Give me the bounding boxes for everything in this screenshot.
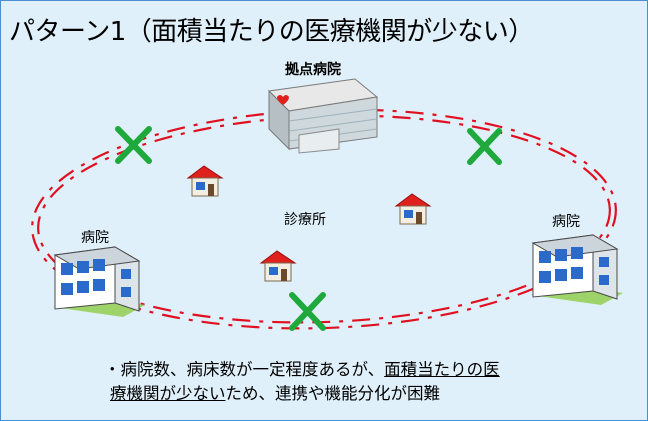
note-line2-underlined: 療機関が少ない — [110, 384, 226, 403]
note-line-1: ・病院数、病床数が一定程度あるが、面積当たりの医 — [104, 358, 500, 382]
hospital-left-label: 病院 — [81, 230, 109, 246]
house-icon — [186, 165, 224, 197]
note-line2-plain: ため、連携や機能分化が困難 — [225, 384, 441, 403]
hospital-building-icon — [531, 234, 623, 305]
cross-mark-icon — [467, 128, 502, 165]
note-line1-plain: 病院数、病床数が一定程度あるが、 — [120, 360, 385, 379]
house-icon — [394, 193, 432, 225]
note-bullet: ・ — [104, 360, 121, 379]
center-hospital-label: 拠点病院 — [285, 62, 341, 78]
clinic-label: 診療所 — [284, 212, 326, 228]
house-icon — [259, 250, 297, 282]
note-line-2: 療機関が少ないため、連携や機能分化が困難 — [104, 382, 500, 406]
center-hospital-icon — [267, 78, 379, 154]
slide-title: パターン1（面積当たりの医療機関が少ない） — [9, 17, 534, 47]
note-text: ・病院数、病床数が一定程度あるが、面積当たりの医 療機関が少ないため、連携や機能… — [104, 358, 500, 406]
hospital-right-label: 病院 — [552, 214, 580, 230]
hospital-building-icon — [53, 246, 145, 317]
cross-mark-icon — [115, 126, 152, 164]
note-line1-underlined: 面積当たりの医 — [384, 360, 500, 379]
cross-mark-icon — [289, 292, 326, 331]
